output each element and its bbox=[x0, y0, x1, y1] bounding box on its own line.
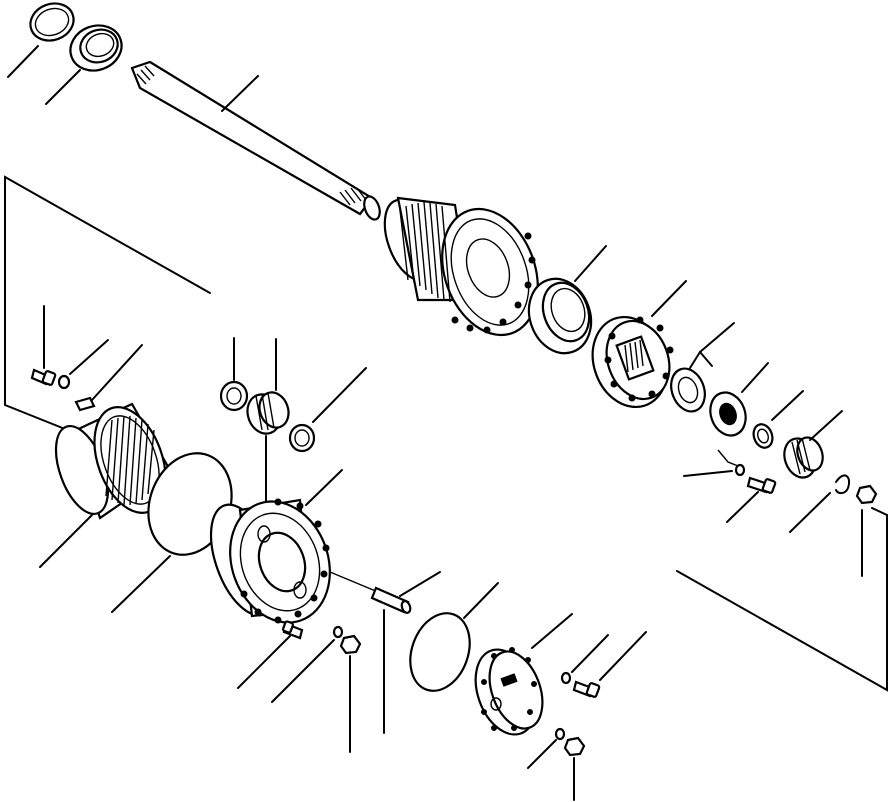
ring-gear-hub bbox=[383, 196, 539, 337]
small-ring bbox=[752, 390, 804, 449]
nut bbox=[855, 484, 878, 577]
needle-bearing-a bbox=[246, 338, 290, 509]
bolt-cover bbox=[572, 631, 647, 698]
lock-plates bbox=[670, 322, 735, 413]
axle-shaft bbox=[130, 60, 381, 221]
seal-ring bbox=[45, 24, 123, 105]
snap-ring-small bbox=[789, 474, 850, 533]
washer-left bbox=[57, 339, 109, 390]
hub-carrier bbox=[591, 280, 687, 409]
ring-gear bbox=[39, 402, 172, 568]
o-ring-cover bbox=[409, 582, 499, 692]
washer-carrier bbox=[271, 625, 344, 703]
group-bracket-right bbox=[676, 507, 888, 692]
bearing-cup-b bbox=[288, 367, 367, 453]
lock-wire bbox=[683, 449, 746, 477]
bolt-carrier-vertical bbox=[339, 634, 362, 753]
bolt-carrier bbox=[237, 620, 304, 689]
washer-plate bbox=[709, 362, 769, 437]
washer-cover bbox=[560, 634, 609, 685]
bearing-cone bbox=[527, 245, 607, 355]
snap-ring bbox=[7, 2, 75, 78]
bolt-left bbox=[30, 305, 57, 386]
cover bbox=[474, 613, 573, 736]
washer-cover-lower bbox=[527, 727, 566, 769]
pin bbox=[329, 571, 441, 734]
group-bracket-left bbox=[4, 175, 211, 444]
needle-bearing bbox=[783, 410, 843, 479]
planet-carrier bbox=[209, 469, 343, 624]
key bbox=[74, 344, 143, 412]
bearing-cup-a bbox=[219, 337, 249, 412]
bolt bbox=[726, 476, 777, 523]
bolt-cover-lower bbox=[563, 736, 586, 801]
